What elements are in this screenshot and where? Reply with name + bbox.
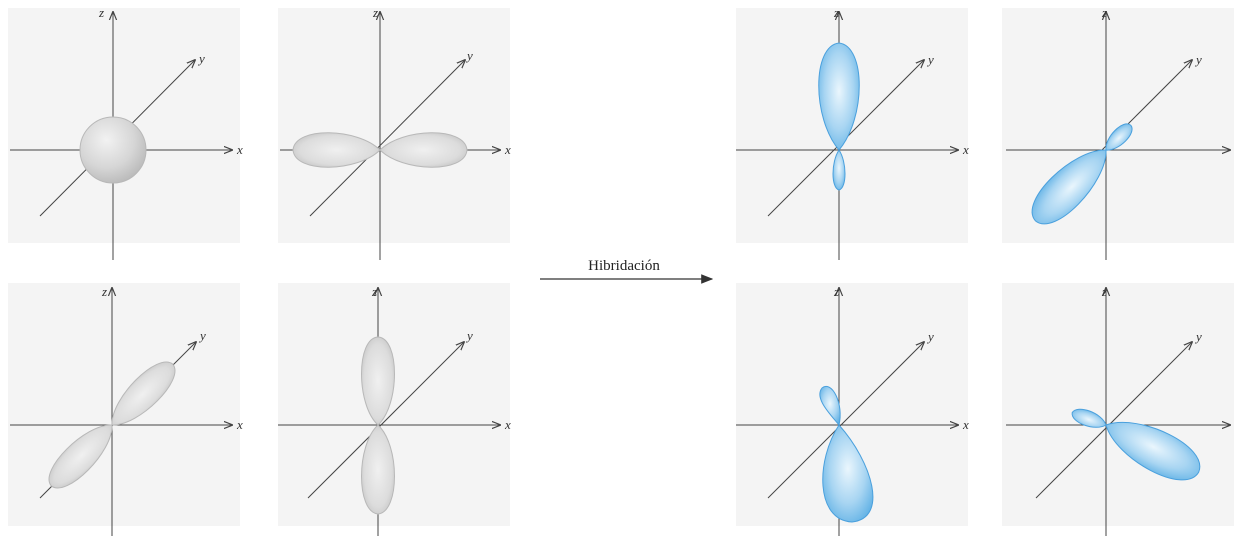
z-axis-label: z [101, 284, 107, 299]
z-axis-label: z [1101, 5, 1107, 20]
y-axis-label: y [197, 51, 205, 66]
orbital-panel-z-lobes: z x y [278, 283, 511, 536]
x-axis-label: x [962, 417, 969, 432]
arrow-label: Hibridación [588, 258, 660, 274]
y-axis-label: y [926, 52, 934, 67]
orbital-panel-sphere: z x y [8, 5, 243, 260]
x-axis-label: x [236, 417, 243, 432]
y-axis-label: y [465, 48, 473, 63]
y-axis-label: y [1194, 52, 1202, 67]
z-axis-label: z [372, 5, 378, 20]
hybrid-panel-down-left: z y [1002, 5, 1234, 260]
orbital-panel-y-lobes: z x y [8, 283, 243, 536]
x-axis-label: x [236, 142, 243, 157]
hybridization-arrow: Hibridación [540, 258, 712, 279]
panel-background [278, 8, 510, 243]
orbital-panel-x-lobes: z x y [278, 5, 511, 260]
z-axis-label: z [1101, 284, 1107, 299]
x-axis-label: x [504, 417, 511, 432]
x-axis-label: x [504, 142, 511, 157]
hybrid-panel-up: z x y [736, 5, 969, 260]
y-axis-label: y [198, 328, 206, 343]
y-axis-label: y [465, 328, 473, 343]
x-axis-label: x [962, 142, 969, 157]
z-axis-label: z [833, 5, 839, 20]
hybrid-panel-down-right: z y [1002, 283, 1234, 536]
panel-background [1002, 283, 1234, 526]
y-axis-label: y [926, 329, 934, 344]
z-axis-label: z [833, 284, 839, 299]
hybrid-panel-down: z x y [736, 283, 969, 536]
orbital-sphere [80, 117, 146, 183]
z-axis-label: z [98, 5, 104, 20]
z-axis-label: z [371, 284, 377, 299]
y-axis-label: y [1194, 329, 1202, 344]
